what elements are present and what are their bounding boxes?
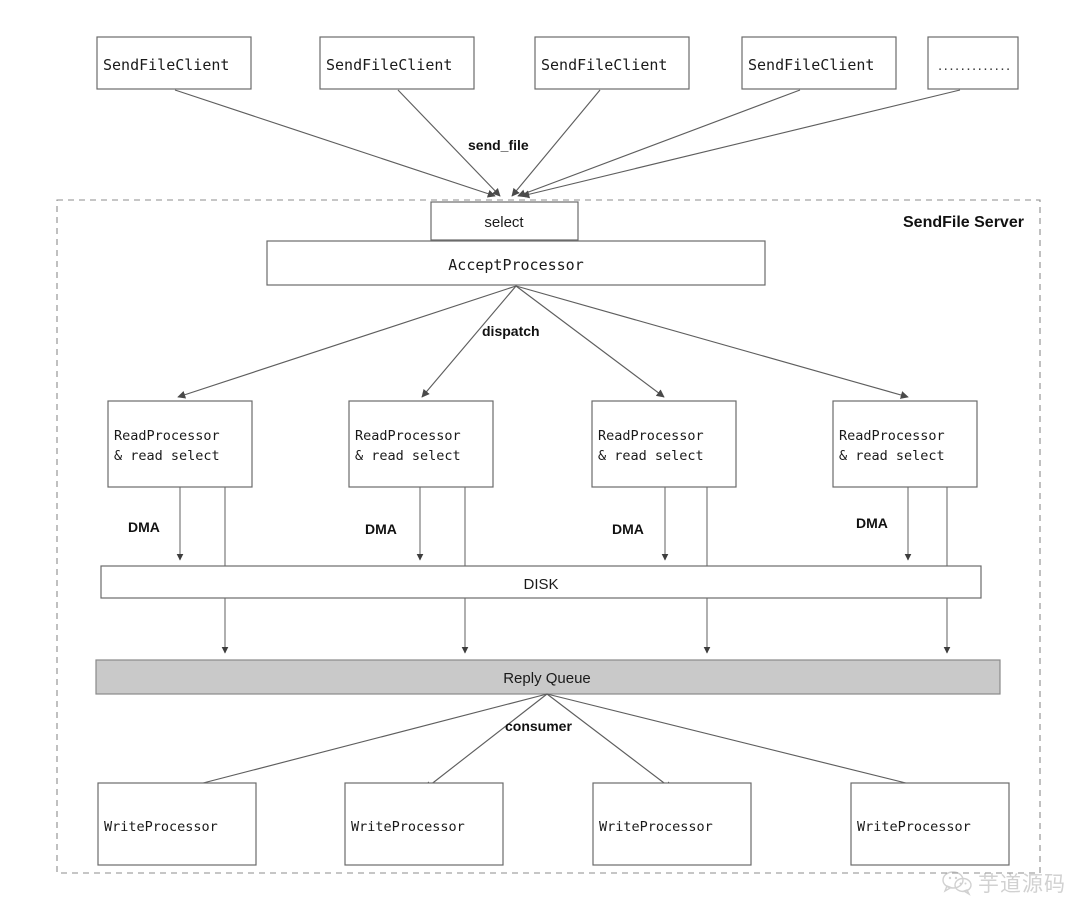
client-box-label: SendFileClient: [748, 56, 874, 74]
edge-consumer-0: [179, 693, 548, 792]
edge-consumer-3: [546, 693, 931, 792]
edge-dispatch-1: [421, 285, 517, 398]
accept-processor-label: AcceptProcessor: [448, 256, 583, 274]
client-box-rect[interactable]: [927, 36, 1019, 90]
edge-dispatch-3: [515, 285, 909, 399]
read-processor-label-line1: ReadProcessor: [355, 428, 461, 444]
edge-send-file-3: [517, 89, 801, 198]
edge-label-dma-2: DMA: [612, 521, 644, 537]
disk-bar-rect[interactable]: [100, 565, 982, 599]
client-box-label: .............: [938, 57, 1012, 74]
server-boundary-label: SendFile Server: [903, 214, 1024, 231]
client-box-1[interactable]: SendFileClient: [319, 36, 475, 90]
edge-label-dma-0: DMA: [128, 519, 160, 535]
reply-queue-bar[interactable]: Reply Queue: [95, 659, 1001, 695]
select-box-label: select: [484, 214, 524, 231]
client-box-0[interactable]: SendFileClient: [96, 36, 252, 90]
read-processor-label-line2: & read select: [355, 448, 461, 464]
accept-processor-rect[interactable]: [266, 240, 766, 286]
client-box-3[interactable]: SendFileClient: [741, 36, 897, 90]
write-processor-rect[interactable]: [344, 782, 504, 866]
edge-label-consumer: consumer: [505, 718, 572, 734]
edge-dispatch-0: [177, 285, 517, 399]
read-processor-label-line1: ReadProcessor: [114, 428, 220, 444]
client-box-2[interactable]: SendFileClient: [534, 36, 690, 90]
edge-send-file-2: [511, 89, 601, 197]
edge-label-dma-1: DMA: [365, 521, 397, 537]
read-processor-label-line1: ReadProcessor: [839, 428, 945, 444]
edge-consumer-1: [424, 693, 548, 790]
reply-queue-label: Reply Queue: [503, 670, 591, 687]
edge-dispatch-2: [515, 285, 665, 398]
read-processor-box-0[interactable]: ReadProcessor & read select: [107, 400, 253, 488]
write-processor-box-0[interactable]: WriteProcessor: [97, 782, 257, 866]
client-box-label: SendFileClient: [326, 56, 452, 74]
edge-send-file-0: [174, 89, 496, 198]
accept-processor-box[interactable]: AcceptProcessor: [266, 240, 766, 286]
write-processor-rect[interactable]: [592, 782, 752, 866]
edge-label-dispatch: dispatch: [482, 323, 540, 339]
write-processor-label: WriteProcessor: [104, 819, 218, 835]
read-processor-rect[interactable]: [348, 400, 494, 488]
write-processor-rect[interactable]: [97, 782, 257, 866]
edge-label-dma-3: DMA: [856, 515, 888, 531]
disk-bar[interactable]: DISK: [100, 565, 982, 599]
read-processor-rect[interactable]: [832, 400, 978, 488]
read-processor-box-1[interactable]: ReadProcessor & read select: [348, 400, 494, 488]
read-processor-label-line2: & read select: [839, 448, 945, 464]
client-box-ellipsis[interactable]: .............: [927, 36, 1019, 90]
write-processor-label: WriteProcessor: [599, 819, 713, 835]
edge-consumer-2: [546, 693, 673, 790]
sendfile-server-boundary: [56, 199, 1041, 874]
read-processor-label-line2: & read select: [598, 448, 704, 464]
read-processor-label-line1: ReadProcessor: [598, 428, 704, 444]
write-processor-box-3[interactable]: WriteProcessor: [850, 782, 1010, 866]
client-box-rect[interactable]: [319, 36, 475, 90]
client-box-rect[interactable]: [534, 36, 690, 90]
write-processor-box-1[interactable]: WriteProcessor: [344, 782, 504, 866]
write-processor-label: WriteProcessor: [857, 819, 971, 835]
edge-send-file-4: [521, 89, 961, 199]
write-processor-rect[interactable]: [850, 782, 1010, 866]
client-box-rect[interactable]: [96, 36, 252, 90]
read-processor-box-3[interactable]: ReadProcessor & read select: [832, 400, 978, 488]
read-processor-label-line2: & read select: [114, 448, 220, 464]
reply-queue-rect[interactable]: [95, 659, 1001, 695]
select-box[interactable]: select: [430, 201, 579, 241]
client-box-label: SendFileClient: [541, 56, 667, 74]
write-processor-box-2[interactable]: WriteProcessor: [592, 782, 752, 866]
disk-bar-label: DISK: [523, 576, 558, 593]
select-box-rect[interactable]: [430, 201, 579, 241]
read-processor-rect[interactable]: [107, 400, 253, 488]
read-processor-rect[interactable]: [591, 400, 737, 488]
write-processor-label: WriteProcessor: [351, 819, 465, 835]
edge-label-send-file: send_file: [468, 137, 529, 153]
client-box-rect[interactable]: [741, 36, 897, 90]
client-box-label: SendFileClient: [103, 56, 229, 74]
edge-send-file-1: [397, 89, 501, 197]
read-processor-box-2[interactable]: ReadProcessor & read select: [591, 400, 737, 488]
